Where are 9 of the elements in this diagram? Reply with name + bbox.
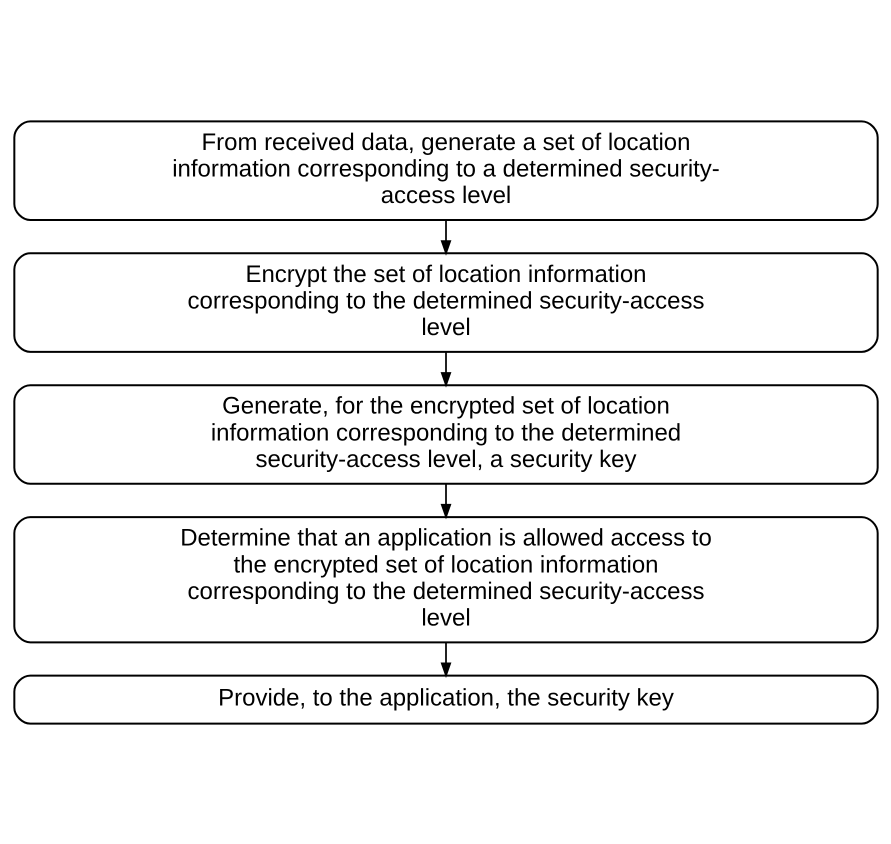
arrow: [440, 352, 451, 388]
node-box: Determine that an application is allowed access to the encrypted set of location information corresponding to the determined security-access level: [12, 516, 878, 643]
node-box: Encrypt the set of location information corresponding to the determined security-access level: [12, 252, 878, 352]
arrow: [440, 484, 451, 519]
node-box: Provide, to the application, the security key: [12, 674, 878, 724]
node-box: Generate, for the encrypted set of location information corresponding to the determined security-access level, a security key: [12, 384, 878, 484]
arrow: [440, 642, 451, 678]
arrow: [440, 220, 451, 256]
node-box: From received data, generate a set of location information corresponding to a determined security-access level: [12, 120, 878, 220]
